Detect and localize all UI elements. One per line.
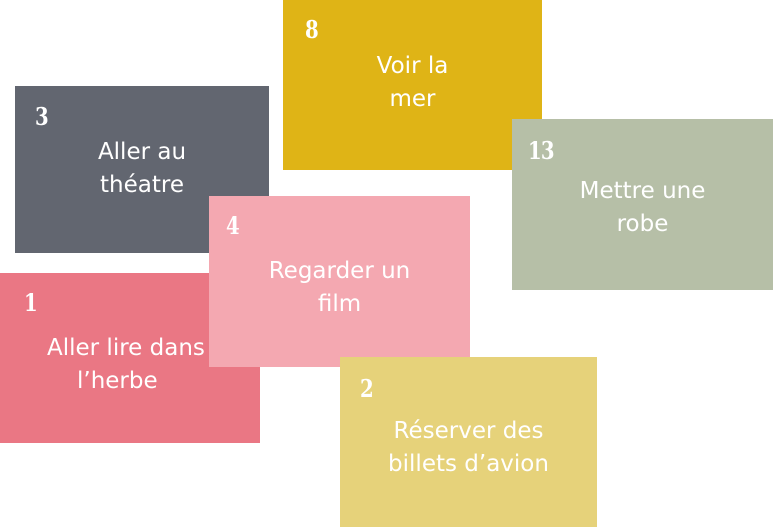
card-number: 2 — [360, 374, 374, 403]
card-label: Réserver des billets d’avion — [340, 415, 597, 481]
card-regarder-un-film: 4 Regarder un film — [209, 196, 470, 367]
card-number: 3 — [35, 102, 49, 131]
card-number: 13 — [528, 136, 555, 165]
card-label-line-2: théatre — [100, 172, 184, 198]
card-voir-la-mer: 8 Voir la mer — [283, 0, 542, 170]
card-label-line-1: Regarder un — [268, 258, 411, 284]
card-number: 1 — [24, 288, 38, 317]
card-label-line-2: film — [317, 291, 362, 317]
card-label-line-1: Aller lire dans — [47, 335, 205, 361]
card-label: Voir la mer — [283, 50, 542, 116]
card-label-line-2: mer — [389, 86, 436, 112]
card-reserver-des-billets-d-avion: 2 Réserver des billets d’avion — [340, 357, 597, 527]
card-label-line-1: Voir la — [376, 53, 449, 79]
card-label: Aller au théatre — [15, 136, 269, 202]
card-label: Mettre une robe — [512, 175, 773, 241]
card-mettre-une-robe: 13 Mettre une robe — [512, 119, 773, 290]
card-aller-au-theatre: 3 Aller au théatre — [15, 86, 269, 253]
card-label-line-2: robe — [616, 211, 669, 237]
card-number: 8 — [305, 15, 319, 44]
card-label: Aller lire dans l’herbe — [0, 332, 320, 398]
card-label: Regarder un film — [209, 255, 470, 321]
card-label-line-2: l’herbe — [77, 368, 158, 394]
card-number: 4 — [226, 211, 240, 240]
card-label-line-1: Réserver des — [393, 418, 544, 444]
card-label-line-2: billets d’avion — [388, 451, 549, 477]
card-label-line-1: Aller au — [97, 139, 187, 165]
card-label-line-1: Mettre une — [579, 178, 706, 204]
